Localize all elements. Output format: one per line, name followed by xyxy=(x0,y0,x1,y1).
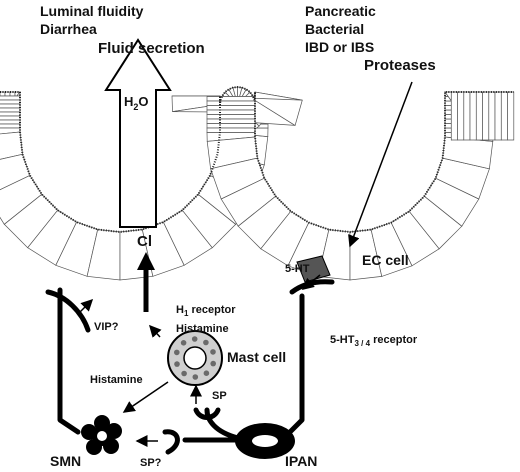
intestinal-epithelium xyxy=(0,85,515,281)
epithelial-cell xyxy=(0,95,21,101)
epithelial-cell xyxy=(206,123,256,129)
epithelial-cell xyxy=(206,96,256,102)
epithelial-cell xyxy=(0,115,21,121)
epithelial-cell xyxy=(206,105,256,111)
granule xyxy=(174,349,180,356)
vip-receptor-arc xyxy=(45,289,91,333)
ipan-axon xyxy=(287,293,305,435)
epithelial-cell xyxy=(206,118,256,124)
epithelial-cell xyxy=(0,107,21,113)
granule xyxy=(180,340,187,346)
epithelial-cell xyxy=(450,91,458,141)
ipan-label: IPAN xyxy=(285,453,317,469)
granule xyxy=(210,360,216,367)
granule xyxy=(174,361,180,367)
epithelial-cell xyxy=(0,119,21,125)
granule xyxy=(203,339,209,346)
epithelial-cell xyxy=(463,91,471,141)
epithelial-cell xyxy=(206,109,256,115)
cl-label: Cl xyxy=(137,233,152,250)
epithelial-cell xyxy=(0,111,21,117)
epithelial-cell xyxy=(507,91,515,141)
granule xyxy=(192,374,199,380)
smn-label: SMN xyxy=(50,453,81,469)
epithelial-cell xyxy=(457,91,465,141)
epithelial-cell xyxy=(469,91,477,141)
epithelial-cell xyxy=(206,100,256,106)
sp-label: SP xyxy=(212,390,227,402)
granule xyxy=(191,336,198,342)
smn-receptor-cup xyxy=(162,429,180,455)
epithelial-cell xyxy=(0,103,21,109)
ht-receptor-arc xyxy=(289,279,335,295)
epithelial-cell xyxy=(206,127,256,133)
fluid-secretion-label: Fluid secretion xyxy=(98,40,205,57)
h2o-label: H2O xyxy=(124,94,149,112)
five-ht-label: 5-HT xyxy=(285,263,310,275)
mast-cell-receptor-cup xyxy=(193,407,221,420)
fluid-secretion-arrow xyxy=(104,38,172,228)
proteases-label: Proteases xyxy=(364,57,436,74)
mast-cell-label: Mast cell xyxy=(227,349,286,365)
epithelial-cell xyxy=(0,99,21,105)
histamine-to-smn-arrow xyxy=(122,381,169,413)
granule xyxy=(181,370,187,377)
sp-q-label: SP? xyxy=(140,457,162,469)
smn-cell-body xyxy=(81,415,122,455)
epithelial-cell xyxy=(500,91,508,141)
epithelial-cell xyxy=(475,91,483,141)
granule xyxy=(210,349,216,355)
histamine-to-receptor-arrow xyxy=(148,324,162,338)
epithelial-cell xyxy=(0,123,21,129)
epithelial-cell xyxy=(206,114,256,120)
ibd-ibs-label: IBD or IBS xyxy=(305,39,374,55)
mast-cell-fiber xyxy=(204,407,241,441)
mast-cell xyxy=(167,330,223,386)
smn-axon xyxy=(57,287,81,435)
epithelial-cell xyxy=(0,153,31,191)
pancreatic-label: Pancreatic xyxy=(305,3,376,19)
epithelial-cell xyxy=(482,91,490,141)
ht34-receptor-label: 5-HT3 / 4 receptor xyxy=(330,334,418,348)
epithelial-cell xyxy=(0,131,23,160)
diarrhea-label: Diarrhea xyxy=(40,21,97,37)
ec-cell-shape xyxy=(296,255,331,283)
ec-cell-label: EC cell xyxy=(362,252,409,268)
mast-cell-granules xyxy=(174,336,216,380)
h1-receptor-label: H1 receptor xyxy=(176,304,236,318)
cl-arrow-head xyxy=(137,252,155,270)
histamine-lower-label: Histamine xyxy=(90,374,143,386)
histamine-upper-label: Histamine xyxy=(176,323,229,335)
luminal-fluidity-label: Luminal fluidity xyxy=(40,3,144,19)
ipan-nucleus xyxy=(252,435,278,447)
granule xyxy=(203,370,210,377)
epithelial-cell xyxy=(488,91,496,141)
bacterial-label: Bacterial xyxy=(305,21,364,37)
proteases-arrow xyxy=(348,81,413,248)
vip-arrow xyxy=(79,298,94,313)
epithelial-cell xyxy=(494,91,502,141)
vip-label: VIP? xyxy=(94,321,119,333)
